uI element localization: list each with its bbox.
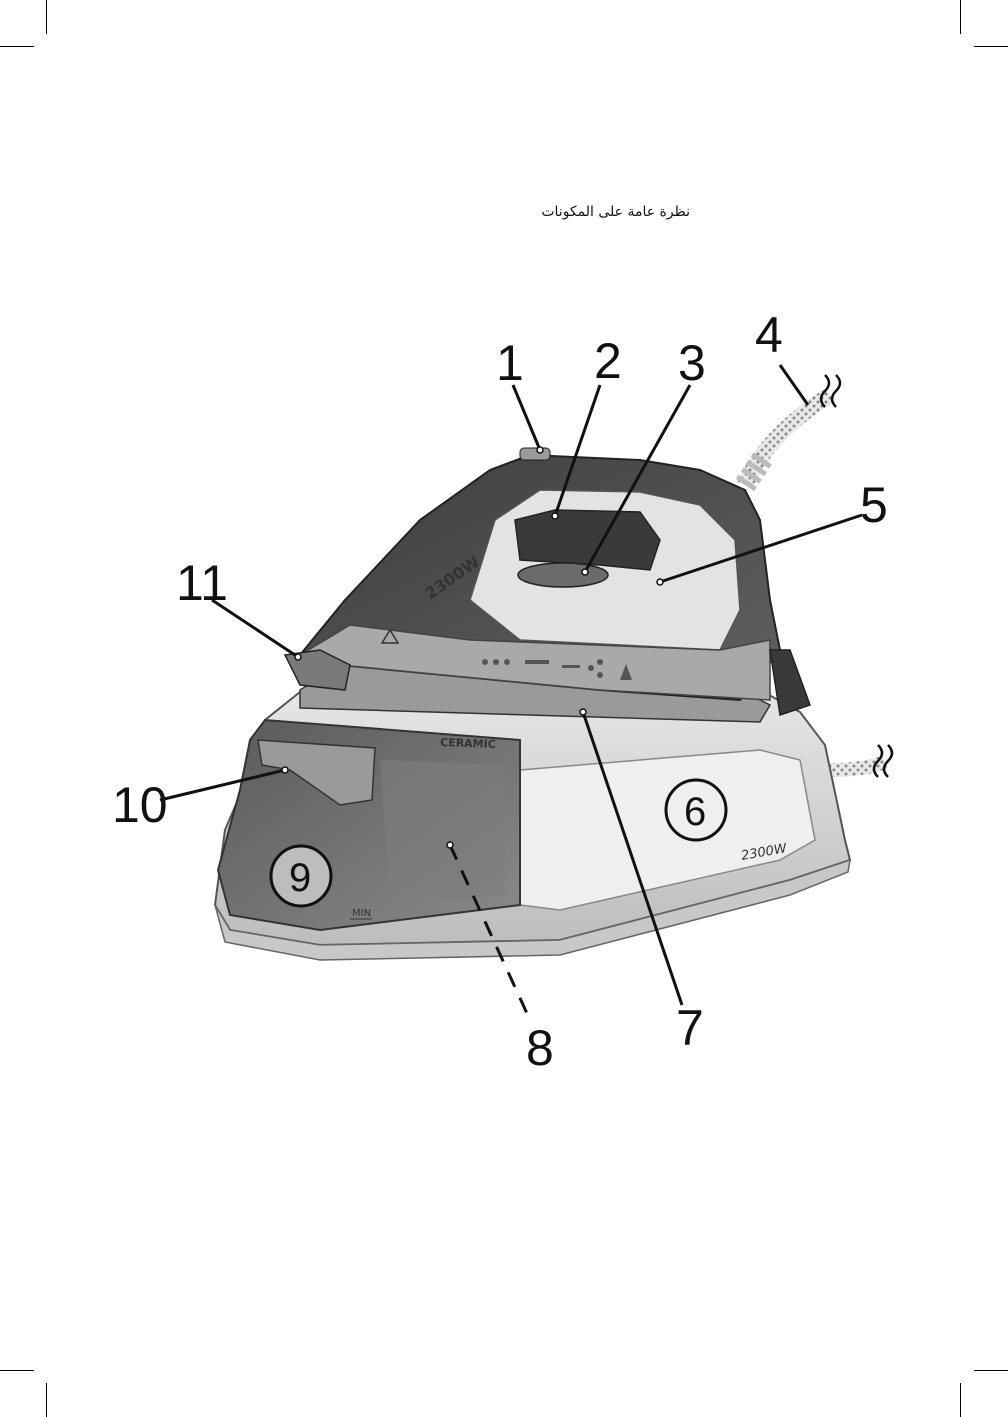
tank-inner-window [380,760,505,905]
callout-2: 2 [594,333,622,389]
tank-min-mark: MIN [352,908,371,919]
callout-7: 7 [676,1000,704,1056]
callout-6: 6 [684,790,706,834]
callout-3: 3 [678,335,706,391]
soleplate-brand-mark: CERAMIC [440,736,496,751]
iron-handle-opening [515,510,660,570]
temperature-dial [518,563,608,587]
callout-8: 8 [526,1020,554,1076]
callout-11: 11 [176,555,228,611]
callout-10: 10 [112,777,168,833]
callout-1: 1 [496,335,524,391]
callout-5: 5 [860,477,888,533]
steam-button [520,448,550,460]
callout-9: 9 [289,856,311,900]
callout-4: 4 [755,307,783,363]
